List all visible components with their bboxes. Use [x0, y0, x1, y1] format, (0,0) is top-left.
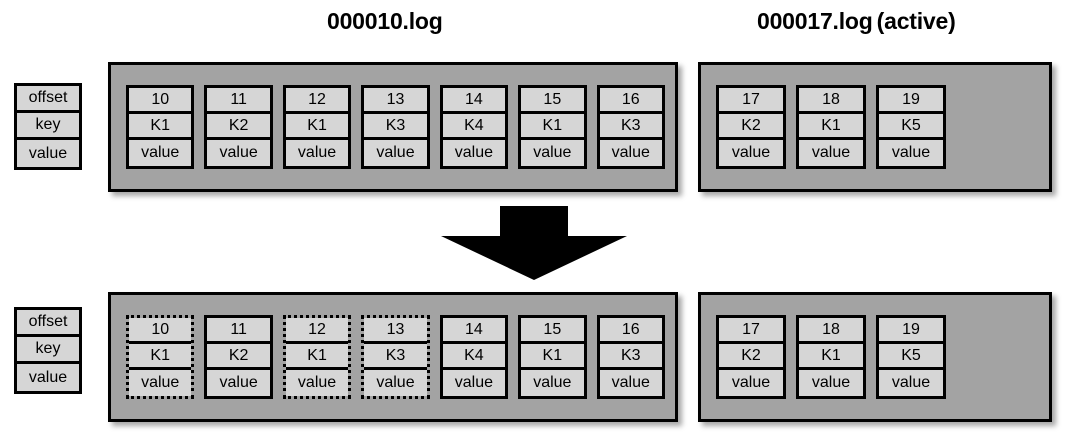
record-offset: 10	[129, 88, 192, 114]
record-offset: 18	[799, 88, 863, 114]
record-offset: 15	[521, 88, 584, 114]
record-offset: 17	[719, 318, 783, 344]
field-label-offset: offset	[17, 86, 79, 113]
field-label-value: value	[17, 140, 79, 167]
field-label-key: key	[17, 337, 79, 364]
record-key: K2	[207, 344, 270, 370]
record-offset: 18	[799, 318, 863, 344]
record-value: value	[442, 140, 506, 166]
record-key: K1	[129, 114, 192, 140]
record-key: K1	[129, 344, 192, 370]
record-key: K2	[719, 344, 783, 370]
record-value: value	[799, 140, 863, 166]
log-title-left-text: 000010.log	[327, 8, 443, 34]
record-offset: 12	[285, 318, 349, 344]
field-label-key: key	[17, 113, 79, 140]
record-key: K1	[285, 344, 349, 370]
record-key: K3	[599, 114, 662, 140]
record-offset: 13	[364, 88, 427, 114]
record-key: K1	[521, 344, 584, 370]
log-title-right-text: 000017.log	[757, 8, 873, 34]
log-title-right: 000017.log(active)	[757, 8, 956, 35]
record-value: value	[207, 140, 270, 166]
field-label-column-before: offset key value	[14, 83, 82, 170]
record-key: K3	[599, 344, 662, 370]
record-value: value	[879, 140, 943, 166]
record-offset: 13	[364, 318, 427, 344]
record-offset: 16	[599, 318, 662, 344]
record-value: value	[364, 370, 427, 396]
record-value: value	[599, 370, 662, 396]
record-value: value	[719, 370, 783, 396]
record-key: K2	[207, 114, 270, 140]
record-key: K3	[364, 344, 427, 370]
record-key: K4	[442, 114, 506, 140]
record-offset: 14	[442, 88, 506, 114]
record-offset: 15	[521, 318, 584, 344]
record-offset: 12	[285, 88, 349, 114]
record-value: value	[285, 140, 349, 166]
field-label-offset: offset	[17, 310, 79, 337]
record-key: K5	[879, 114, 943, 140]
record-key: K5	[879, 344, 943, 370]
record-key: K3	[364, 114, 427, 140]
record-value: value	[521, 140, 584, 166]
log-title-left: 000010.log	[327, 8, 443, 35]
record-value: value	[207, 370, 270, 396]
record-value: value	[521, 370, 584, 396]
record-offset: 14	[442, 318, 506, 344]
record-key: K4	[442, 344, 506, 370]
record-offset: 16	[599, 88, 662, 114]
field-label-column-after: offset key value	[14, 307, 82, 394]
record-value: value	[129, 370, 192, 396]
record-offset: 10	[129, 318, 192, 344]
record-key: K1	[799, 344, 863, 370]
record-value: value	[129, 140, 192, 166]
record-key: K1	[799, 114, 863, 140]
record-key: K2	[719, 114, 783, 140]
record-offset: 19	[879, 318, 943, 344]
record-key: K1	[285, 114, 349, 140]
compaction-arrow	[441, 206, 627, 280]
record-value: value	[285, 370, 349, 396]
record-value: value	[442, 370, 506, 396]
record-value: value	[599, 140, 662, 166]
record-offset: 17	[719, 88, 783, 114]
record-key: K1	[521, 114, 584, 140]
record-value: value	[879, 370, 943, 396]
field-label-value: value	[17, 364, 79, 391]
record-offset: 11	[207, 318, 270, 344]
record-value: value	[719, 140, 783, 166]
record-value: value	[799, 370, 863, 396]
record-value: value	[364, 140, 427, 166]
record-offset: 11	[207, 88, 270, 114]
log-title-right-suffix: (active)	[876, 8, 956, 34]
record-offset: 19	[879, 88, 943, 114]
